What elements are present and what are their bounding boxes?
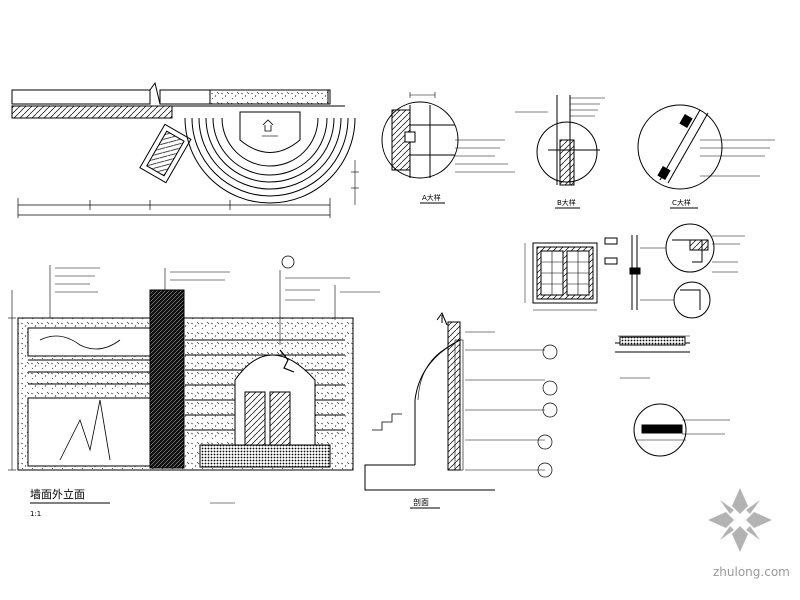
- detail-b-title: B大样: [557, 198, 576, 207]
- section-title: 剖面: [413, 497, 429, 507]
- watermark-site: zhulong.com: [713, 565, 790, 579]
- detail-c: [637, 104, 775, 209]
- elevation-title: 墙面外立面: [30, 487, 85, 501]
- threshold-detail: [615, 335, 730, 457]
- floor-plan: [11, 81, 359, 218]
- elevation-scale: 1:1: [30, 510, 41, 518]
- detail-c-title: C大样: [672, 198, 691, 207]
- detail-b: [515, 95, 605, 209]
- window-elevation: [524, 237, 618, 311]
- detail-a-title: A大样: [422, 193, 441, 202]
- section-view: [364, 311, 558, 509]
- window-section: [629, 223, 745, 319]
- zhulong-logo: [708, 488, 772, 552]
- detail-a: [381, 92, 515, 204]
- wall-elevation: [8, 255, 380, 504]
